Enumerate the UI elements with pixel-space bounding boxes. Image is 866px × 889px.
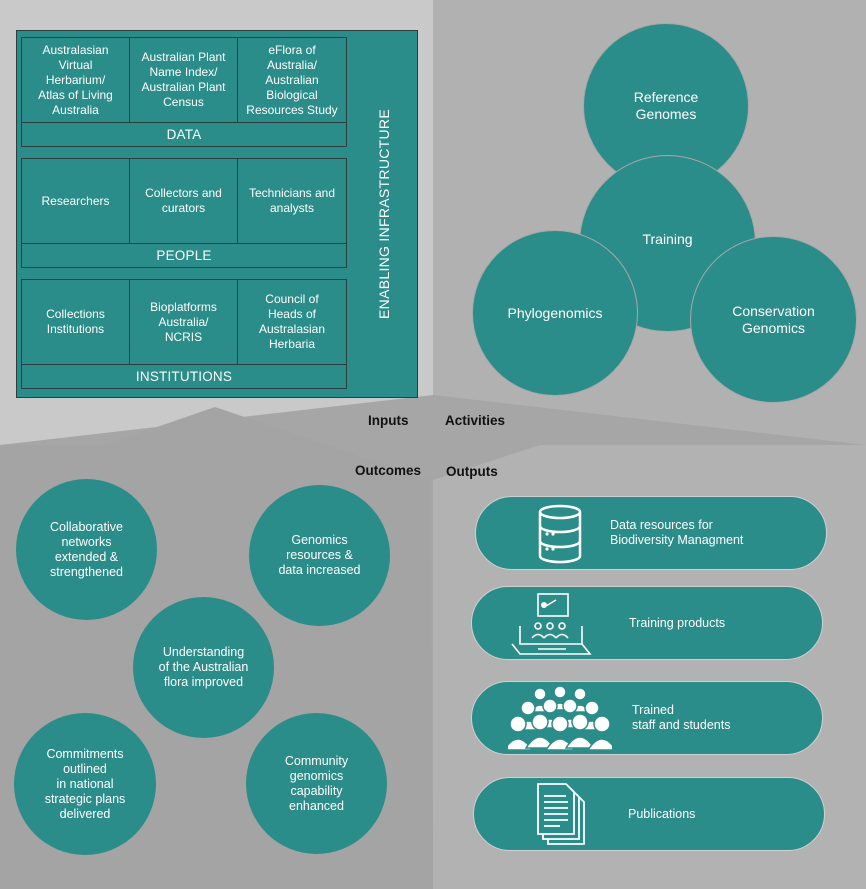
output-trained-staff-text: Trained staff and students bbox=[632, 703, 731, 732]
inputs-label: Inputs bbox=[368, 413, 409, 428]
commitments-circle: Commitments outlined in national strateg… bbox=[14, 713, 156, 855]
data-cell-eflora: eFlora of Australia/ Australian Biologic… bbox=[237, 37, 347, 123]
institutions-group-label: INSTITUTIONS bbox=[21, 364, 347, 389]
institutions-group: Collections Institutions Bioplatforms Au… bbox=[21, 279, 347, 389]
output-data-resources-text: Data resources for Biodiversity Managmen… bbox=[610, 518, 744, 547]
database-icon bbox=[538, 504, 582, 564]
enabling-infrastructure-panel bbox=[16, 30, 418, 398]
output-publications-text: Publications bbox=[628, 806, 696, 821]
institutions-cell-council: Council of Heads of Australasian Herbari… bbox=[237, 279, 347, 365]
people-group-label: PEOPLE bbox=[21, 243, 347, 268]
people-cell-researchers: Researchers bbox=[21, 158, 130, 244]
genomics-resources-circle: Genomics resources & data increased bbox=[249, 485, 390, 626]
people-group-icon bbox=[508, 685, 612, 751]
outcomes-label: Outcomes bbox=[355, 463, 422, 478]
understanding-flora-circle: Understanding of the Australian flora im… bbox=[133, 597, 274, 738]
outputs-label: Outputs bbox=[446, 464, 498, 479]
institutions-cell-collections: Collections Institutions bbox=[21, 279, 130, 365]
data-cell-herbarium: Australasian Virtual Herbarium/ Atlas of… bbox=[21, 37, 130, 123]
data-cell-plant-name-index: Australian Plant Name Index/ Australian … bbox=[129, 37, 238, 123]
people-cell-technicians: Technicians and analysts bbox=[237, 158, 347, 244]
conservation-genomics-circle: Conservation Genomics bbox=[690, 236, 857, 403]
institutions-cell-bioplatforms: Bioplatforms Australia/ NCRIS bbox=[129, 279, 238, 365]
community-genomics-circle: Community genomics capability enhanced bbox=[246, 713, 387, 854]
data-group-label: DATA bbox=[21, 122, 347, 147]
data-group: Australasian Virtual Herbarium/ Atlas of… bbox=[21, 37, 347, 147]
training-screen-icon bbox=[511, 593, 592, 655]
people-cell-collectors: Collectors and curators bbox=[129, 158, 238, 244]
documents-icon bbox=[537, 783, 585, 845]
phylogenomics-circle: Phylogenomics bbox=[472, 230, 638, 396]
output-data-resources: Data resources for Biodiversity Managmen… bbox=[475, 496, 827, 570]
activities-label: Activities bbox=[445, 413, 506, 428]
output-training-products-text: Training products bbox=[629, 615, 726, 630]
output-trained-staff: Trained staff and students bbox=[471, 681, 823, 755]
outputs-list: Data resources for Biodiversity Managmen… bbox=[471, 496, 829, 856]
output-publications: Publications bbox=[473, 777, 825, 851]
people-group: Researchers Collectors and curators Tech… bbox=[21, 158, 347, 268]
output-training-products: Training products bbox=[471, 586, 823, 660]
enabling-infrastructure-title: ENABLING INFRASTRUCTURE bbox=[376, 109, 392, 319]
collaborative-networks-circle: Collaborative networks extended & streng… bbox=[16, 479, 157, 620]
